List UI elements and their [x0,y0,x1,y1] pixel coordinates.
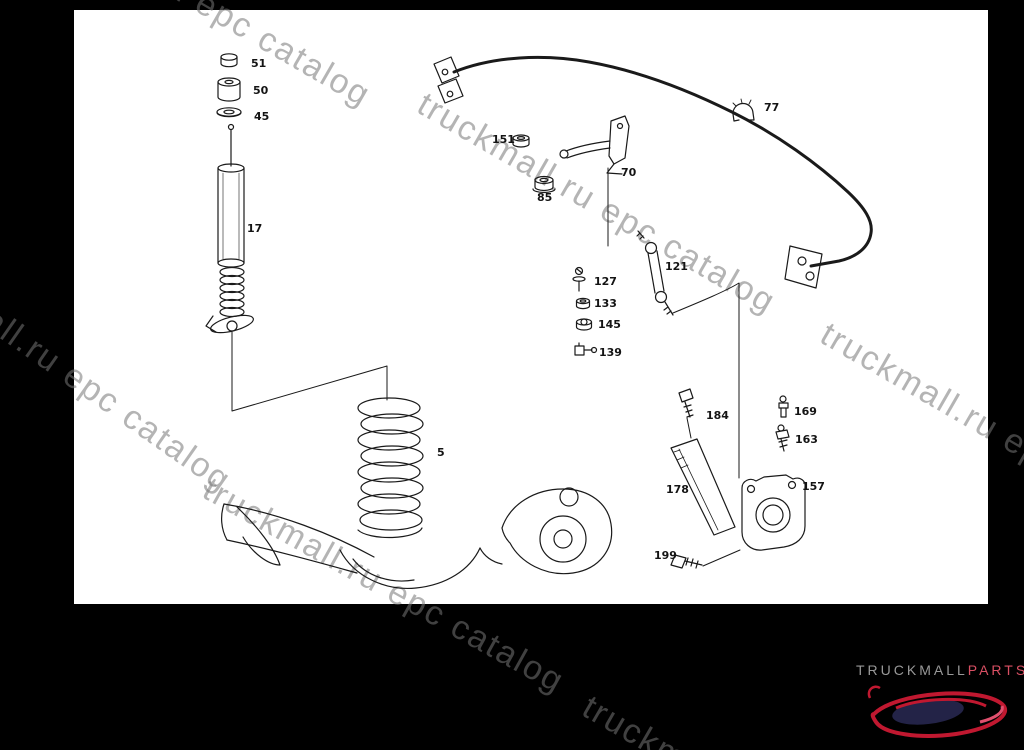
brand-name-accent: PARTS [967,662,1024,678]
part-label-139: 139 [599,346,622,359]
shock-absorber-drawing [205,123,388,412]
part-label-199: 199 [654,549,677,562]
brand-logo-text: TRUCKMALLPARTS [856,662,1024,678]
brand-logo: TRUCKMALLPARTS [856,662,1024,740]
part-label-51: 51 [251,57,267,70]
part-label-133: 133 [594,297,617,310]
part-label-70: 70 [621,166,637,179]
part-label-184: 184 [706,409,729,422]
part-labels: 51 50 45 17 151 85 70 77 121 127 133 145… [74,10,988,604]
part-label-157: 157 [802,480,825,493]
link-121-drawing [636,230,740,479]
small-parts-drawing [572,266,598,356]
brand-swoosh-icon [867,685,1007,738]
right-parts-drawing [670,388,806,569]
part-label-77: 77 [764,101,780,114]
mount-stack-drawing [216,53,242,118]
part-label-163: 163 [795,433,818,446]
part-label-151: 151 [492,133,515,146]
part-label-45: 45 [254,110,270,123]
axle-housing-drawing [221,487,613,589]
diagram-panel [74,10,988,604]
stabilizer-bar-drawing [433,55,873,289]
coil-spring-drawing [357,397,424,539]
part-label-178: 178 [666,483,689,496]
bracket-70-drawing [559,115,630,247]
part-label-169: 169 [794,405,817,418]
part-label-5: 5 [437,446,445,459]
part-label-17: 17 [247,222,263,235]
part-label-145: 145 [598,318,621,331]
part-label-50: 50 [253,84,269,97]
part-label-85: 85 [537,191,553,204]
part-label-127: 127 [594,275,617,288]
parts-diagram [205,53,873,589]
part-label-121: 121 [665,260,688,273]
nuts-drawing [512,134,556,194]
brand-name-primary: TRUCKMALL [856,662,968,678]
